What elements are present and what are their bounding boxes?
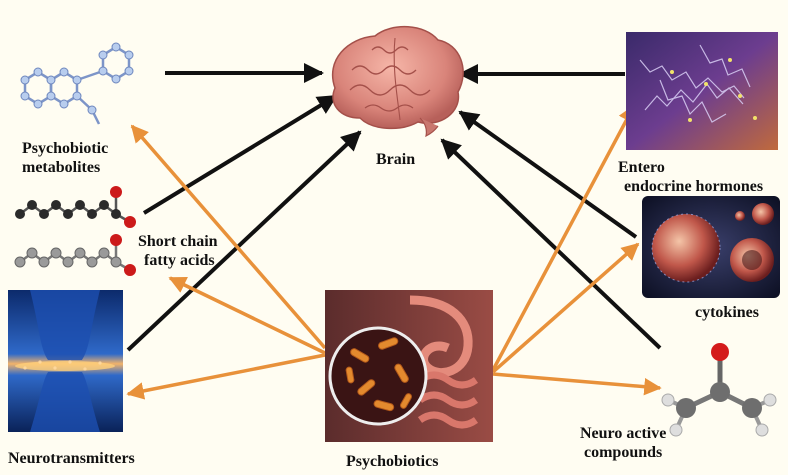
- protein-structure-icon: [626, 32, 778, 150]
- arrow-psychobiotics-to-neuro-compounds: [493, 374, 660, 388]
- label-psychobiotic-metabolites-line1: Psychobiotic: [22, 139, 108, 158]
- label-scfa-line1: Short chain: [138, 232, 218, 251]
- cytokine-cells-icon: [642, 196, 780, 298]
- molecule-icon: [21, 43, 133, 124]
- brain-icon: [333, 27, 464, 136]
- label-psychobiotics: Psychobiotics: [346, 452, 438, 471]
- label-scfa-line2: fatty acids: [138, 251, 218, 270]
- acetone-molecule-icon: [662, 343, 776, 436]
- label-short-chain-fatty-acids: Short chain fatty acids: [138, 232, 218, 270]
- fatty-acid-chain-icon: [15, 186, 136, 276]
- label-hormones-line1: Entero: [618, 158, 763, 177]
- arrow-fatty-acids-to-brain: [144, 96, 336, 213]
- label-entero-endocrine-hormones: Entero endocrine hormones: [618, 158, 763, 196]
- arrow-psychobiotics-to-fatty-acids: [170, 278, 325, 353]
- gut-bacteria-icon: [325, 290, 493, 442]
- label-neurotransmitters: Neurotransmitters: [8, 449, 135, 468]
- arrow-psychobiotics-to-neurotransmitters: [128, 355, 325, 394]
- label-neuro-line1: Neuro active: [580, 424, 666, 443]
- arrow-psychobiotics-to-hormones: [493, 106, 634, 370]
- label-brain: Brain: [376, 150, 415, 169]
- label-psychobiotic-metabolites: Psychobiotic metabolites: [22, 139, 108, 177]
- label-neuro-active-compounds: Neuro active compounds: [580, 424, 666, 462]
- label-hormones-line2: endocrine hormones: [618, 177, 763, 196]
- label-cytokines: cytokines: [695, 303, 759, 322]
- label-neuro-line2: compounds: [580, 443, 666, 462]
- label-psychobiotic-metabolites-line2: metabolites: [22, 158, 108, 177]
- arrow-cytokines-to-brain: [460, 112, 636, 237]
- synapse-icon: [8, 290, 123, 432]
